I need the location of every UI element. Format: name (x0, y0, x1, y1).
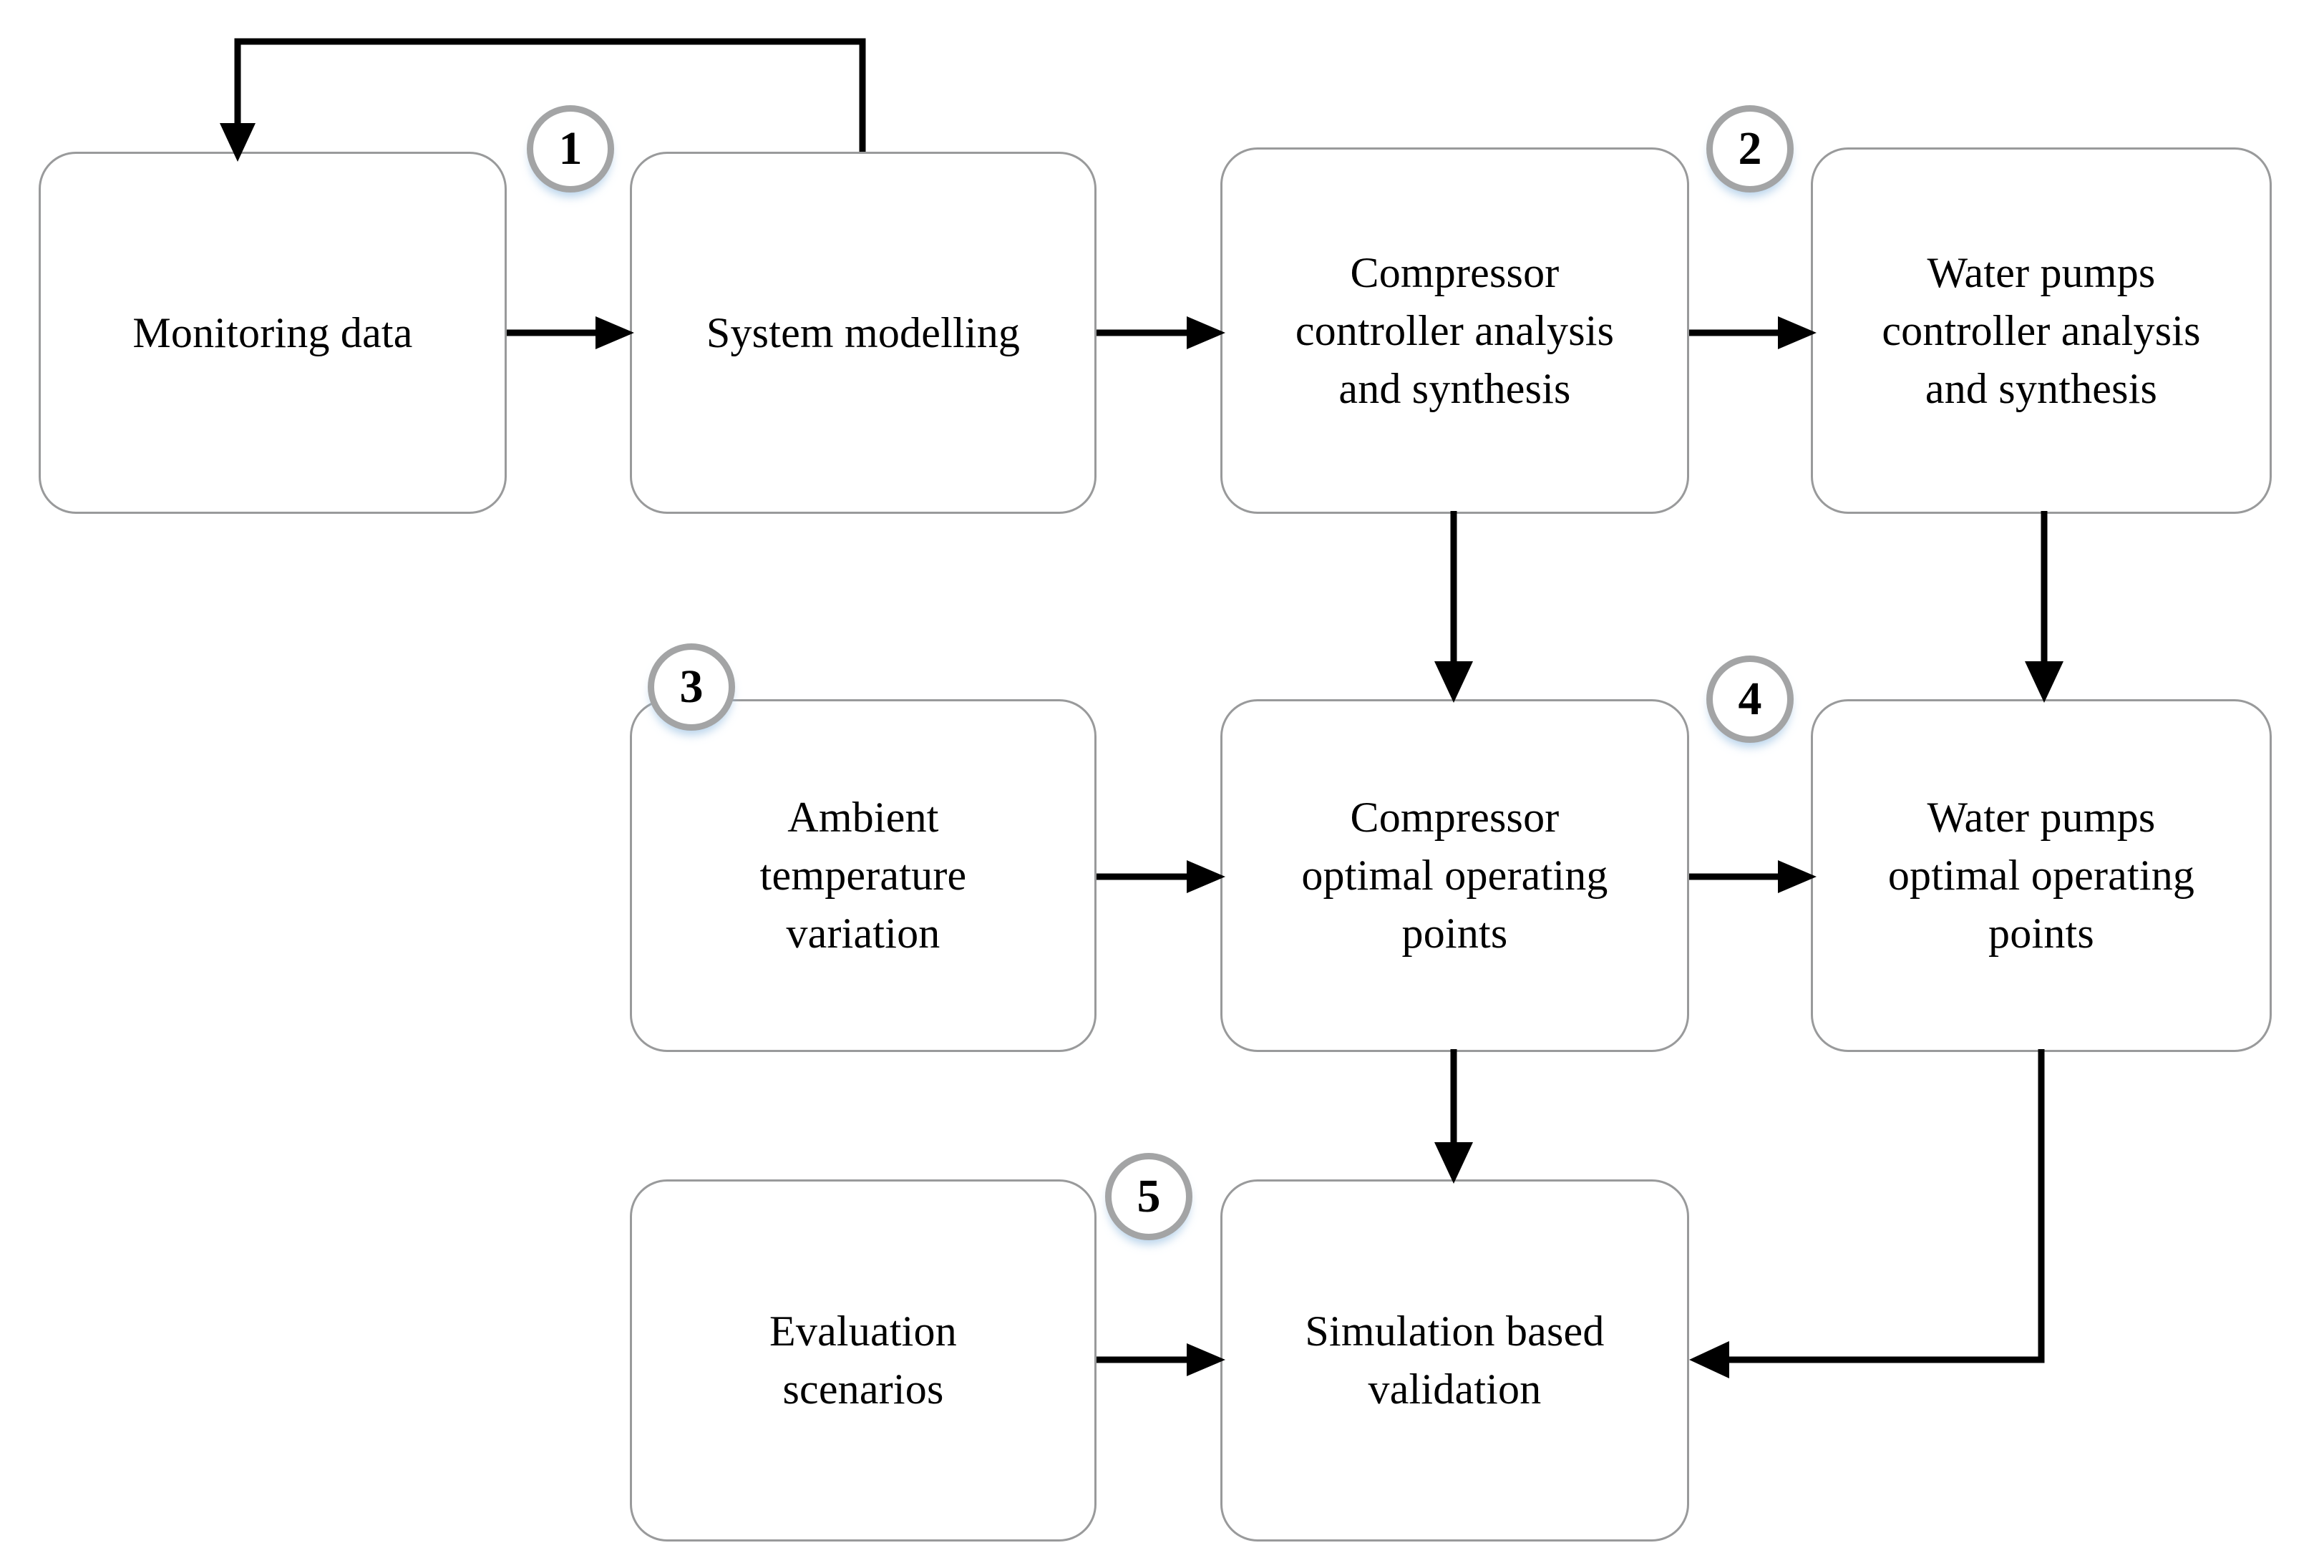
step-badge-1[interactable]: 1 (527, 105, 614, 193)
step-badge-label: 1 (558, 122, 583, 175)
node-water-pumps-controller[interactable]: Water pumps controller analysis and synt… (1811, 147, 2272, 514)
node-label: Simulation based validation (1305, 1308, 1605, 1413)
edge-evaluation-to-simulation (1097, 1343, 1225, 1376)
step-badge-3[interactable]: 3 (648, 643, 735, 731)
edge-ambient-to-compressor-opt (1097, 860, 1225, 893)
edge-feedback-loop (220, 38, 866, 162)
node-compressor-optimal[interactable]: Compressor optimal operating points (1220, 699, 1689, 1052)
node-compressor-controller[interactable]: Compressor controller analysis and synth… (1220, 147, 1689, 514)
edge-system-to-compressor (1097, 316, 1225, 349)
node-label: Water pumps optimal operating points (1887, 794, 2195, 957)
edge-waterpumps-opt-to-simulation (1689, 1049, 2045, 1378)
step-badge-4[interactable]: 4 (1706, 656, 1794, 743)
node-label: Compressor controller analysis and synth… (1295, 248, 1615, 412)
step-badge-2[interactable]: 2 (1706, 105, 1794, 193)
node-system-modelling[interactable]: System modelling (630, 152, 1097, 514)
edge-monitoring-to-system (507, 316, 634, 349)
edge-compressor-opt-to-waterpumps-opt (1689, 860, 1817, 893)
step-badge-label: 4 (1738, 673, 1762, 725)
step-badge-label: 2 (1738, 122, 1762, 175)
node-monitoring-data[interactable]: Monitoring data (39, 152, 507, 514)
edge-compressor-opt-down (1434, 1049, 1473, 1184)
edge-compressor-ctrl-down (1434, 511, 1473, 703)
node-label: Water pumps controller analysis and synt… (1882, 248, 2201, 412)
node-ambient-temperature[interactable]: Ambient temperature variation (630, 699, 1097, 1052)
step-badge-5[interactable]: 5 (1105, 1153, 1192, 1240)
node-label: System modelling (706, 308, 1021, 356)
node-label: Evaluation scenarios (769, 1308, 957, 1413)
node-label: Compressor optimal operating points (1301, 794, 1608, 957)
edge-compressor-to-waterpumps (1689, 316, 1817, 349)
edge-waterpumps-ctrl-down (2025, 511, 2063, 703)
node-water-pumps-optimal[interactable]: Water pumps optimal operating points (1811, 699, 2272, 1052)
node-evaluation-scenarios[interactable]: Evaluation scenarios (630, 1179, 1097, 1542)
node-simulation-validation[interactable]: Simulation based validation (1220, 1179, 1689, 1542)
step-badge-label: 5 (1137, 1170, 1161, 1222)
step-badge-label: 3 (679, 661, 704, 713)
node-label: Monitoring data (132, 308, 413, 356)
node-label: Ambient temperature variation (759, 794, 967, 957)
